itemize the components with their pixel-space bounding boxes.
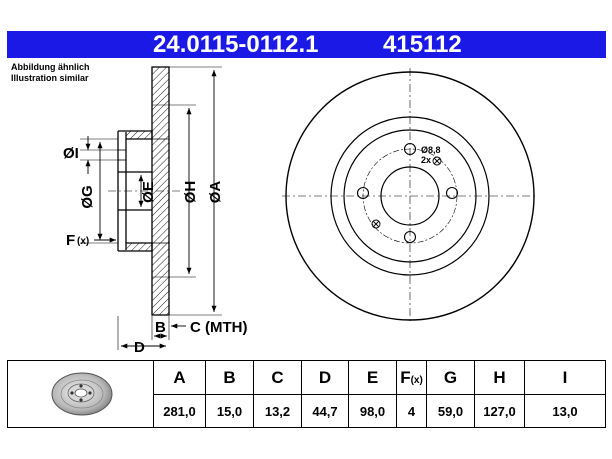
label-H: ØH	[182, 181, 199, 204]
part-number: 24.0115-0112.1	[153, 31, 319, 58]
header-F: F(x)	[396, 360, 427, 395]
note-german: Abbildung ähnlich	[11, 62, 90, 72]
label-E: ØE	[140, 181, 157, 203]
value-G: 59,0	[426, 394, 475, 428]
label-C: C (MTH)	[190, 319, 247, 336]
label-F: F	[66, 232, 75, 249]
label-A: ØA	[207, 181, 224, 204]
locating-hole-lower	[371, 219, 381, 229]
label-G: ØG	[79, 185, 96, 208]
illustration-note: Abbildung ähnlich Illustration similar	[11, 62, 90, 84]
header-H: H	[474, 360, 525, 395]
header-G: G	[426, 360, 475, 395]
title-bar: 24.0115-0112.1 415112	[7, 31, 606, 58]
value-A: 281,0	[153, 394, 206, 428]
extension-lines	[80, 66, 222, 350]
brake-disc-icon	[51, 372, 112, 415]
header-B: B	[205, 360, 254, 395]
hat-outer-edge	[343, 129, 477, 263]
front-view	[282, 68, 538, 324]
label-D: D	[134, 339, 145, 356]
header-I: I	[524, 360, 606, 395]
label-hole-diameter: Ø8,8	[421, 145, 441, 155]
value-B: 15,0	[205, 394, 254, 428]
value-E: 98,0	[348, 394, 397, 428]
value-H: 127,0	[474, 394, 525, 428]
value-F: 4	[396, 394, 427, 428]
header-F-suffix: (x)	[410, 374, 423, 386]
center-bore	[380, 166, 440, 226]
bolt-hole-right	[445, 186, 459, 200]
header-E: E	[348, 360, 397, 395]
header-D: D	[301, 360, 349, 395]
bolt-hole-top	[403, 142, 417, 156]
specs-value-row: 281,0 15,0 13,2 44,7 98,0 4 59,0 127,0 1…	[8, 394, 606, 428]
bolt-hole-left	[356, 186, 370, 200]
section-view	[108, 66, 180, 316]
locating-hole-upper	[432, 156, 442, 166]
header-A: A	[153, 360, 206, 395]
thumbnail-cell	[7, 360, 154, 428]
hat-top-wall	[118, 130, 153, 140]
bolt-hole-bottom	[403, 230, 417, 244]
hat-bottom-wall	[118, 242, 153, 252]
value-C: 13,2	[253, 394, 302, 428]
header-F-letter: F	[400, 367, 411, 387]
value-D: 44,7	[301, 394, 349, 428]
friction-inner-edge	[330, 116, 490, 276]
specs-header-row: A B C D E F(x) G H I	[7, 360, 606, 428]
value-I: 13,0	[524, 394, 606, 428]
label-F-suffix: (x)	[77, 236, 89, 247]
header-C: C	[253, 360, 302, 395]
label-I: ØI	[63, 145, 79, 162]
specs-table: A B C D E F(x) G H I 281,0 15,0 13,2 44,…	[7, 360, 606, 428]
note-english: Illustration similar	[11, 73, 89, 83]
disc-outer-edge	[285, 71, 535, 321]
reference-number: 415112	[383, 31, 462, 58]
label-B: B	[155, 319, 166, 336]
label-hole-count: 2x	[421, 155, 431, 165]
dimension-lines	[85, 70, 217, 349]
